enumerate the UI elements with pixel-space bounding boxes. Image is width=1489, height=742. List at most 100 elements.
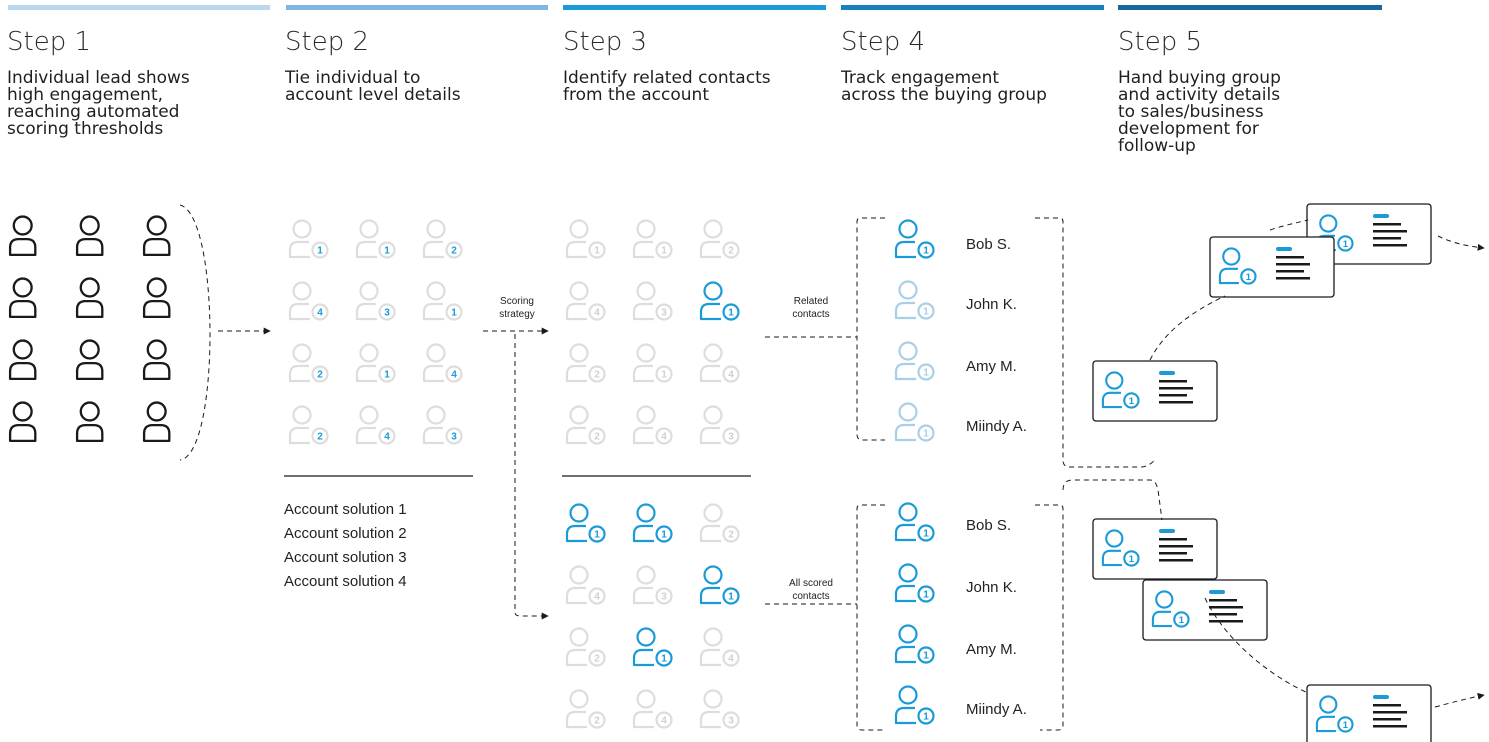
scored-bracket-right <box>1035 504 1064 731</box>
score-badge: 1 <box>923 429 929 440</box>
scored-person-icon: 4 <box>565 565 606 605</box>
score-badge: 2 <box>451 246 457 257</box>
score-badge: 1 <box>594 246 600 257</box>
scored-person-icon: 4 <box>699 627 740 667</box>
score-badge: 1 <box>923 651 929 662</box>
score-badge: 1 <box>1246 272 1252 283</box>
scored-to-card <box>1062 479 1163 521</box>
lead-person-icon <box>75 277 104 319</box>
score-badge: 3 <box>451 432 457 443</box>
scoring-strategy-label: Scoring strategy <box>499 296 535 320</box>
related-contact-icon: 1 <box>894 341 935 381</box>
related-person-icon: 4 <box>565 281 606 321</box>
score-badge: 1 <box>661 370 667 381</box>
scored-contact-icon: 1 <box>894 624 935 664</box>
step-2-title: Step 2 <box>285 27 370 57</box>
score-badge: 4 <box>661 432 667 443</box>
score-badge: 1 <box>1129 554 1135 565</box>
score-badge: 1 <box>384 370 390 381</box>
related-person-icon: 1 <box>565 219 606 259</box>
related-contact-icon: 1 <box>894 219 935 259</box>
scored-contact-name: Miindy A. <box>966 701 1027 718</box>
score-badge: 4 <box>594 592 600 603</box>
scored-person-icon: 2 <box>565 689 606 729</box>
card-person-icon: 1 <box>1101 529 1140 567</box>
contact-card: 1 <box>1092 518 1218 580</box>
step-2-description: Tie individual to account level details <box>285 68 461 105</box>
scored-person-icon: 1 <box>699 565 740 605</box>
scored-contact-icon: 1 <box>894 563 935 603</box>
card-flow-up-2 <box>1269 219 1309 231</box>
score-badge: 2 <box>594 432 600 443</box>
card-person-icon: 1 <box>1315 695 1354 733</box>
related-contacts-label: Related contacts <box>792 296 830 320</box>
card-person-icon: 1 <box>1151 590 1190 628</box>
card-flow-down <box>1204 597 1309 694</box>
account-person-icon: 2 <box>288 405 329 445</box>
related-person-icon: 1 <box>632 219 673 259</box>
account-person-icon: 3 <box>422 405 463 445</box>
score-badge: 1 <box>923 246 929 257</box>
lead-person-icon <box>75 339 104 381</box>
connector-lines <box>179 204 1485 731</box>
step-1-bar <box>8 5 270 10</box>
score-badge: 1 <box>594 530 600 541</box>
score-badge: 3 <box>661 308 667 319</box>
step-1-bracket <box>179 204 211 461</box>
scored-person-icon: 2 <box>565 627 606 667</box>
exit-arrow-top <box>1437 235 1485 251</box>
score-badge: 1 <box>728 592 734 603</box>
score-badge: 2 <box>594 654 600 665</box>
step-1-title: Step 1 <box>7 27 92 57</box>
score-badge: 1 <box>1343 720 1349 731</box>
step-4-title: Step 4 <box>841 27 926 57</box>
score-badge: 4 <box>728 654 734 665</box>
scored-person-icon: 2 <box>699 503 740 543</box>
scored-contact-icon: 1 <box>894 685 935 725</box>
score-badge: 3 <box>384 308 390 319</box>
score-badge: 2 <box>317 370 323 381</box>
account-person-icon: 1 <box>355 219 396 259</box>
related-person-icon: 3 <box>632 281 673 321</box>
score-badge: 1 <box>661 530 667 541</box>
lead-person-icon <box>75 215 104 257</box>
exit-arrow-bottom <box>1434 692 1485 708</box>
related-bracket-right <box>1035 217 1157 468</box>
account-person-icon: 1 <box>355 343 396 383</box>
scored-bracket-left <box>856 504 885 731</box>
score-badge: 1 <box>1129 396 1135 407</box>
contact-card: 1 <box>1209 236 1335 298</box>
score-badge: 4 <box>661 716 667 727</box>
step-5-title: Step 5 <box>1118 27 1203 57</box>
score-badge: 1 <box>923 712 929 723</box>
account-solution-2: Account solution 2 <box>284 525 407 542</box>
contact-card: 1 <box>1092 360 1218 422</box>
related-person-icon: 2 <box>565 405 606 445</box>
related-person-icon: 2 <box>565 343 606 383</box>
score-badge: 2 <box>728 530 734 541</box>
score-badge: 3 <box>661 592 667 603</box>
step-3-description: Identify related contacts from the accou… <box>563 68 771 105</box>
lead-person-icon <box>75 401 104 443</box>
step-3-scored-grid: 1 1 2 4 3 1 2 1 4 2 4 3 <box>565 503 740 729</box>
related-contact-name: Bob S. <box>966 236 1012 253</box>
account-solution-3: Account solution 3 <box>284 549 407 566</box>
step-5-bar <box>1118 5 1382 10</box>
account-person-icon: 3 <box>355 281 396 321</box>
score-badge: 1 <box>661 654 667 665</box>
account-person-icon: 4 <box>355 405 396 445</box>
card-person-icon: 1 <box>1218 247 1257 285</box>
step-4-bar <box>841 5 1104 10</box>
score-badge: 3 <box>728 716 734 727</box>
scored-person-icon: 1 <box>632 627 673 667</box>
score-badge: 1 <box>923 529 929 540</box>
scoring-arrow-bottom <box>514 334 549 620</box>
lead-person-icon <box>142 215 171 257</box>
score-badge: 1 <box>451 308 457 319</box>
account-person-icon: 4 <box>288 281 329 321</box>
related-person-icon: 4 <box>632 405 673 445</box>
